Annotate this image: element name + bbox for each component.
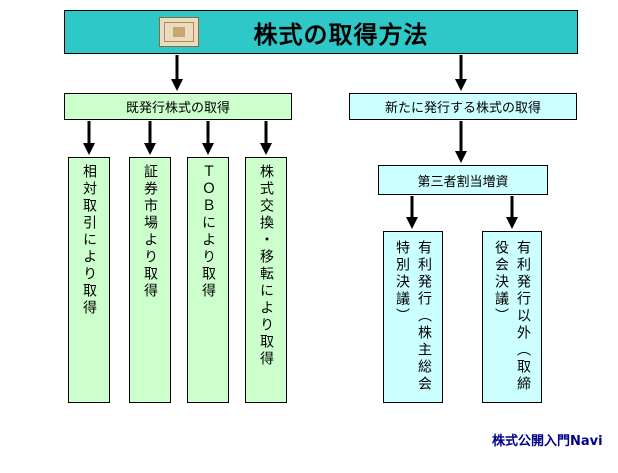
method-securities-market-label: 証券市場より取得 [142,164,158,300]
new-shares-label: 新たに発行する株式の取得 [384,101,541,116]
site-credit: 株式公開入門Navi [492,434,603,449]
third-party-allotment-node: 第三者割当増資 [378,165,548,195]
diagram-title-box: 株式の取得方法 [64,10,578,54]
method-non-favorable-issue-label: 有利発行以外（取締役会決議） [493,240,531,393]
method-favorable-issue-label: 有利発行（株主総会特別決議） [394,240,432,393]
method-share-exchange-label: 株式交換・移転により取得 [258,164,274,368]
method-negotiated-trade: 相対取引により取得 [68,157,110,403]
third-party-allotment-label: 第三者割当増資 [417,174,509,190]
new-shares-node: 新たに発行する株式の取得 [349,93,577,120]
method-tob-label: ＴＯＢにより取得 [200,164,216,300]
method-negotiated-trade-label: 相対取引により取得 [81,164,97,317]
diagram-title: 株式の取得方法 [253,20,429,49]
existing-shares-label: 既発行株式の取得 [125,101,230,116]
stock-certificate-icon [159,17,199,47]
method-tob: ＴＯＢにより取得 [187,157,229,403]
method-share-exchange: 株式交換・移転により取得 [245,157,287,403]
method-non-favorable-issue: 有利発行以外（取締役会決議） [482,231,542,403]
existing-shares-node: 既発行株式の取得 [64,93,292,120]
method-favorable-issue: 有利発行（株主総会特別決議） [383,231,443,403]
method-securities-market: 証券市場より取得 [129,157,171,403]
